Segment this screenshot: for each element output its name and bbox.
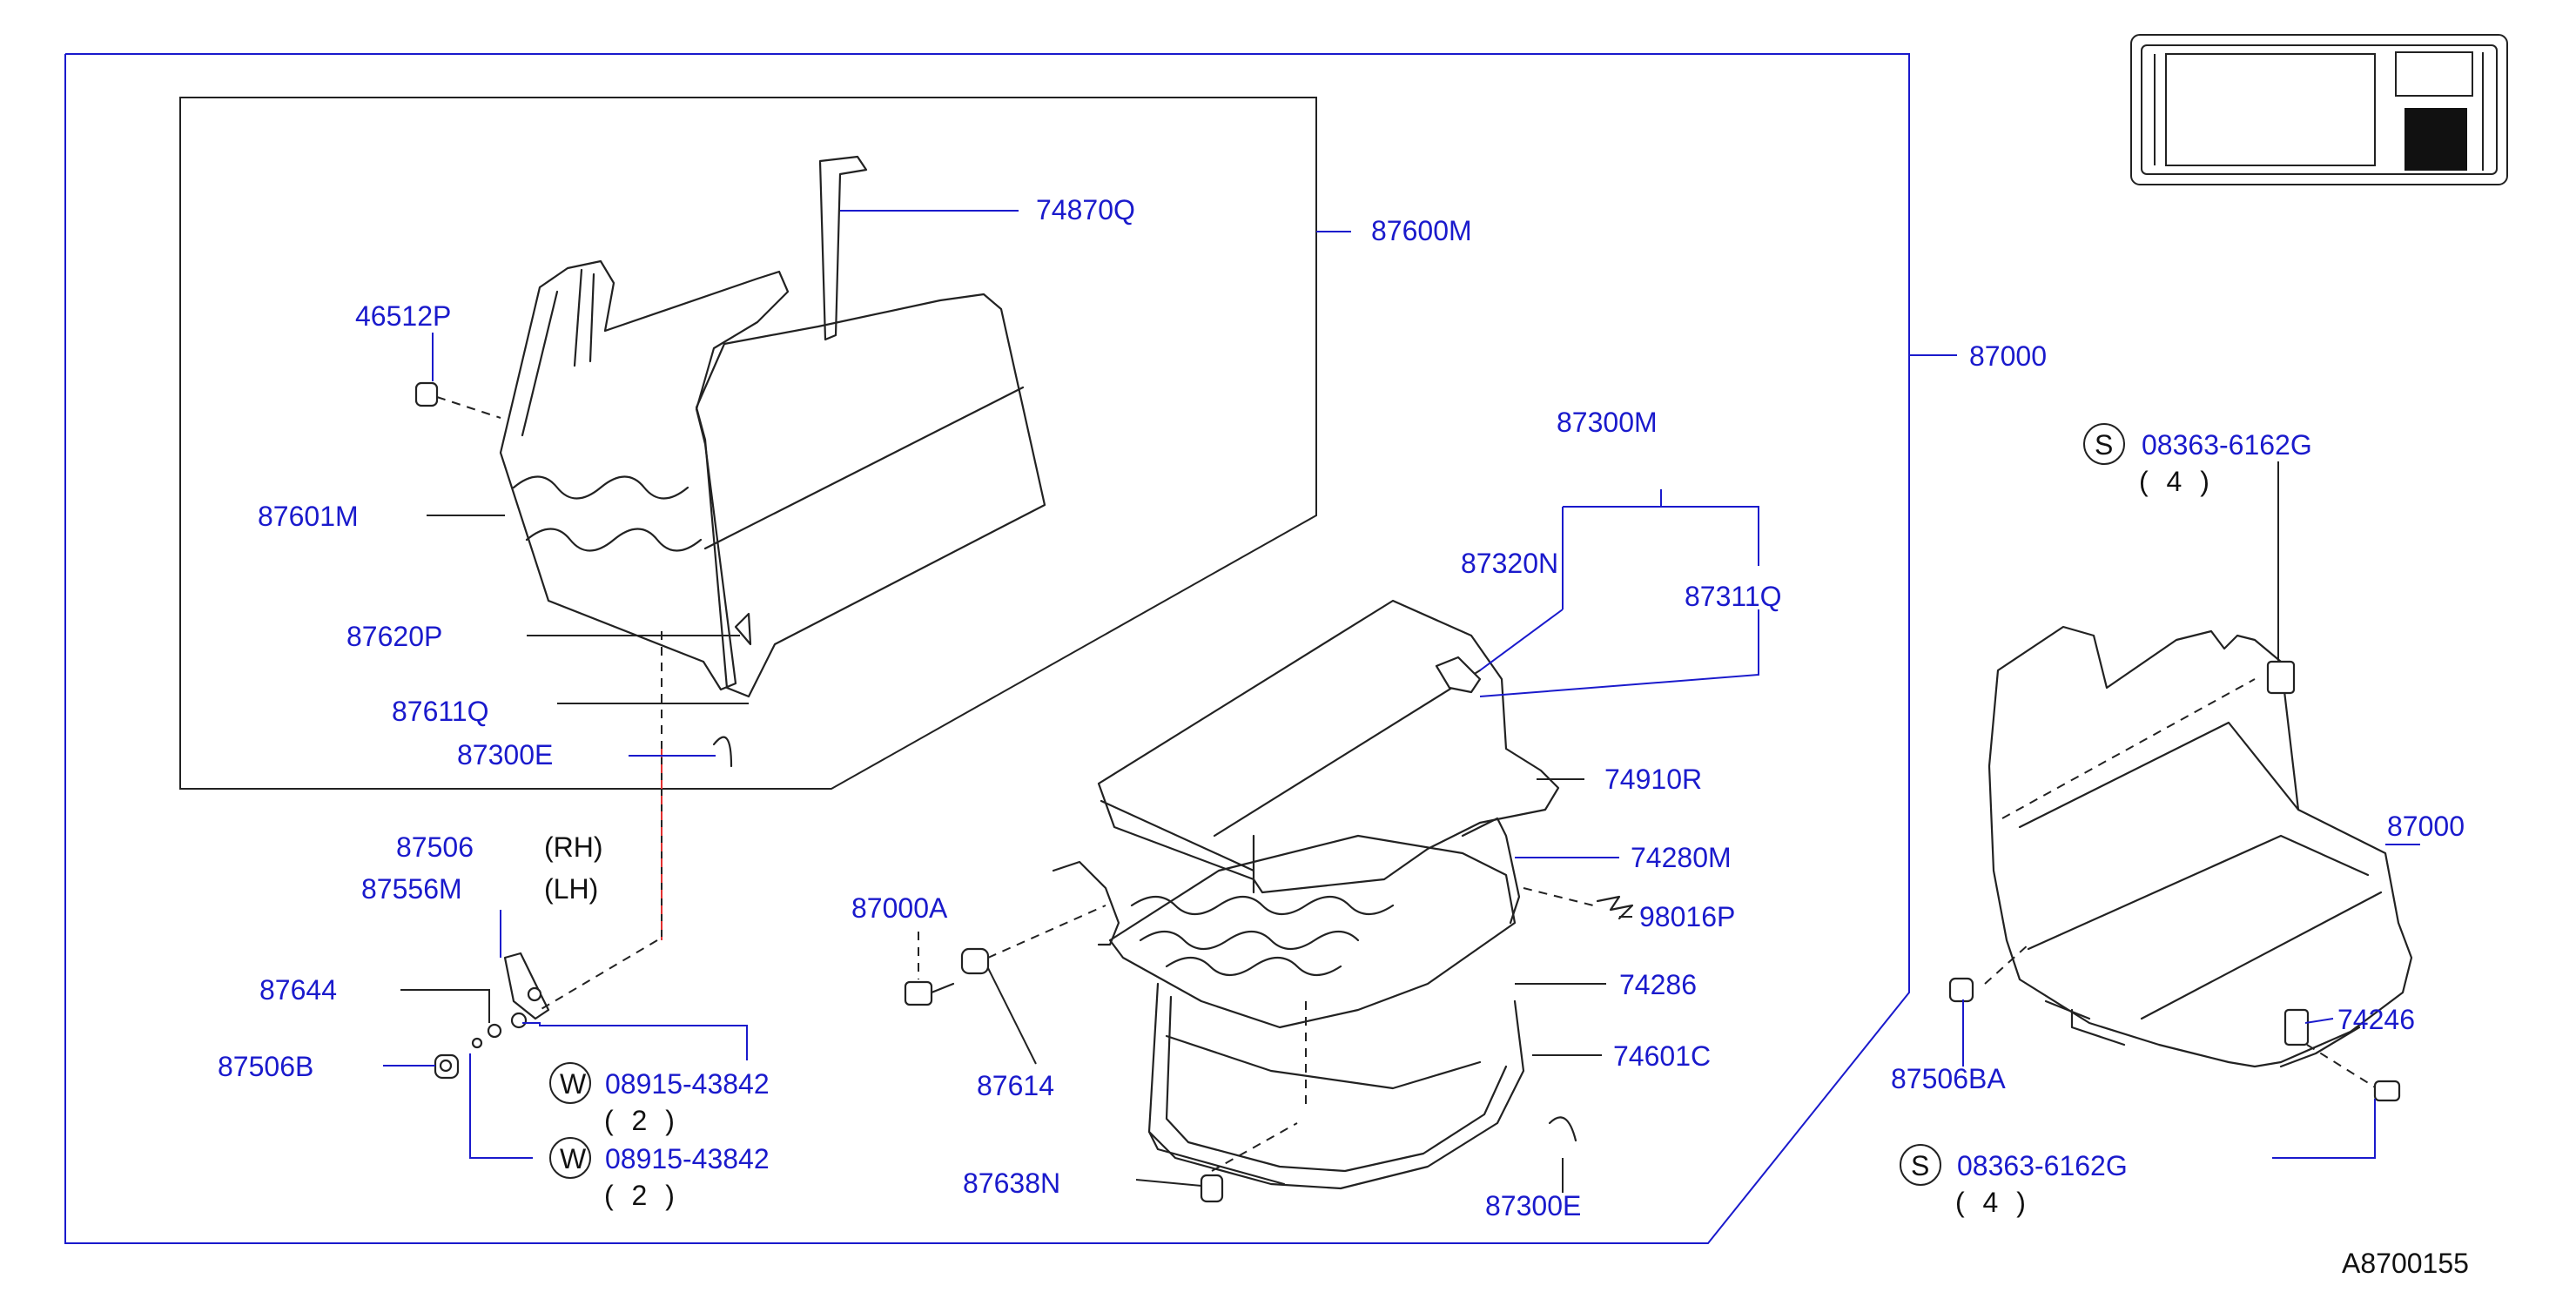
label-74601C: 74601C: [1613, 1040, 1711, 1072]
label-74870Q: 74870Q: [1036, 194, 1135, 225]
seat-cushion-assembly: [904, 599, 1634, 1203]
label-87614: 87614: [977, 1070, 1054, 1101]
label-46512P: 46512P: [355, 300, 451, 332]
qty-08363-b: ( 4 ): [1955, 1187, 2031, 1218]
label-87644: 87644: [259, 974, 337, 1006]
label-87506B: 87506B: [218, 1051, 313, 1082]
label-87611Q: 87611Q: [392, 696, 489, 727]
label-87000A: 87000A: [851, 892, 948, 924]
label-87300E-top: 87300E: [457, 739, 553, 770]
label-98016P: 98016P: [1639, 901, 1735, 932]
screw-letter: S: [2095, 429, 2113, 461]
label-87000-right: 87000: [2387, 811, 2465, 842]
callout-labels: 74870Q 87600M 46512P 87601M 87620P 87611…: [218, 194, 2469, 1279]
label-08363-a: 08363-6162G: [2142, 429, 2312, 461]
label-74280M: 74280M: [1631, 842, 1732, 873]
label-74910R: 74910R: [1604, 764, 1702, 795]
washer-symbol: [549, 1062, 591, 1104]
washer-letter: W: [560, 1143, 587, 1174]
label-08363-b: 08363-6162G: [1957, 1150, 2128, 1181]
label-08915-b: 08915-43842: [605, 1143, 770, 1174]
label-87600M: 87600M: [1371, 215, 1472, 246]
complete-seat-view: [1948, 625, 2413, 1102]
label-87311Q: 87311Q: [1685, 581, 1782, 612]
washer-symbol: [549, 1137, 591, 1179]
qty-08915-b: ( 2 ): [604, 1180, 680, 1211]
label-74286: 74286: [1619, 969, 1697, 1000]
hinge-parts: [434, 631, 662, 1080]
label-87620P: 87620P: [346, 621, 442, 652]
label-87556M: 87556M: [361, 873, 462, 905]
label-87556M-side: (LH): [544, 873, 598, 905]
leader-lines: [383, 210, 2420, 1193]
seat-back-assembly: [414, 155, 1046, 768]
washer-letter: W: [560, 1068, 587, 1100]
label-87506: 87506: [396, 831, 474, 863]
label-87506BA: 87506BA: [1891, 1063, 2006, 1094]
label-87000-main: 87000: [1969, 340, 2047, 372]
label-08915-a: 08915-43842: [605, 1068, 770, 1100]
qty-08363-a: ( 4 ): [2139, 466, 2215, 497]
screw-symbol: [1900, 1144, 1941, 1186]
screw-letter: S: [1911, 1150, 1929, 1181]
label-87506-side: (RH): [544, 831, 603, 863]
qty-08915-a: ( 2 ): [604, 1105, 680, 1136]
label-87300E-bottom: 87300E: [1485, 1190, 1581, 1221]
screw-symbol: [2083, 423, 2125, 465]
seat-back-frame: [179, 97, 1317, 790]
main-assembly-frame: [64, 53, 1910, 1244]
label-87300M: 87300M: [1557, 407, 1658, 438]
label-87638N: 87638N: [963, 1168, 1060, 1199]
vehicle-top-view-icon: [2130, 34, 2508, 185]
label-87601M: 87601M: [258, 501, 359, 532]
label-87320N: 87320N: [1461, 548, 1558, 579]
diagram-id: A8700155: [2342, 1248, 2469, 1279]
label-74246: 74246: [2337, 1004, 2415, 1035]
